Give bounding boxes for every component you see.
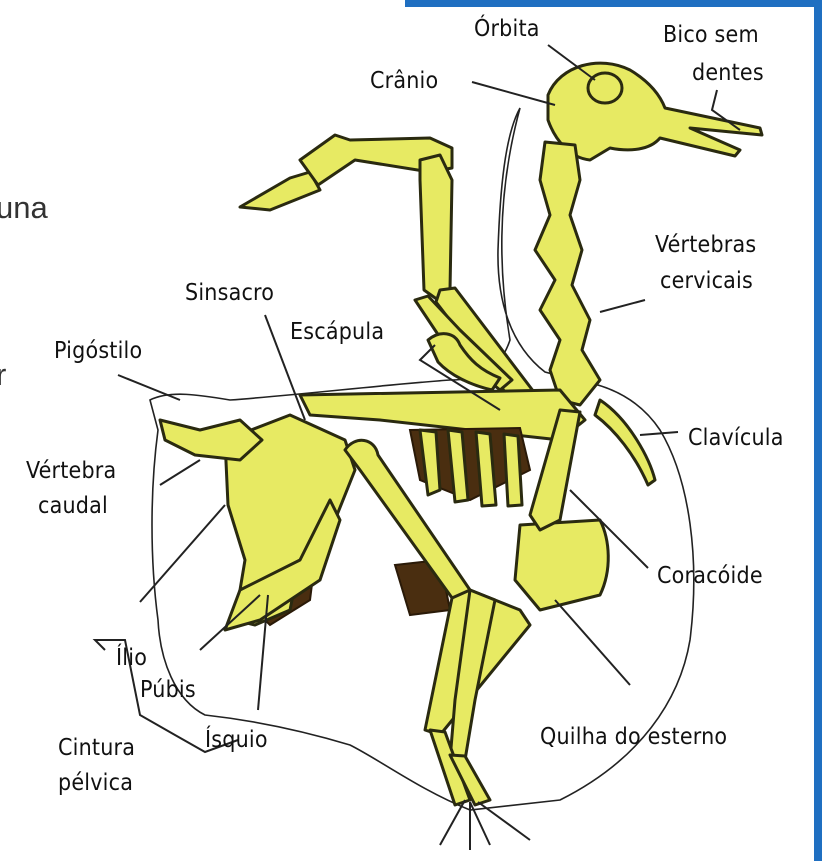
label-dentes: dentes (692, 60, 764, 86)
background-text-r: r (0, 357, 6, 392)
label-pelvica: pélvica (58, 770, 133, 796)
label-caudal: caudal (38, 493, 108, 519)
label-orbita: Órbita (474, 14, 540, 42)
label-cranio: Crânio (370, 68, 438, 94)
label-bico-sem: Bico sem (663, 22, 759, 48)
leg-bones (345, 440, 530, 850)
torso-bones (300, 390, 655, 610)
label-quilha: Quilha do esterno (540, 724, 727, 750)
cervical-vertebrae (535, 142, 600, 405)
label-escapula: Escápula (290, 319, 384, 345)
slide-frame-top-right (405, 0, 822, 7)
label-ilio: Ílio (116, 643, 147, 671)
background-text-una: una (0, 190, 48, 225)
slide-frame-right (814, 0, 822, 861)
label-vertebras: Vértebras (655, 232, 756, 258)
label-cintura: Cintura (58, 735, 135, 761)
label-isquio: Ísquio (205, 725, 268, 753)
label-cervicais: cervicais (660, 268, 753, 294)
label-clavicula: Clavícula (688, 425, 784, 451)
label-pigostilo: Pigóstilo (54, 338, 142, 364)
label-sinsacro: Sinsacro (185, 280, 274, 306)
label-vertebra: Vértebra (26, 458, 116, 484)
label-pubis: Púbis (140, 677, 196, 703)
label-coracoide: Coracóide (657, 563, 763, 589)
